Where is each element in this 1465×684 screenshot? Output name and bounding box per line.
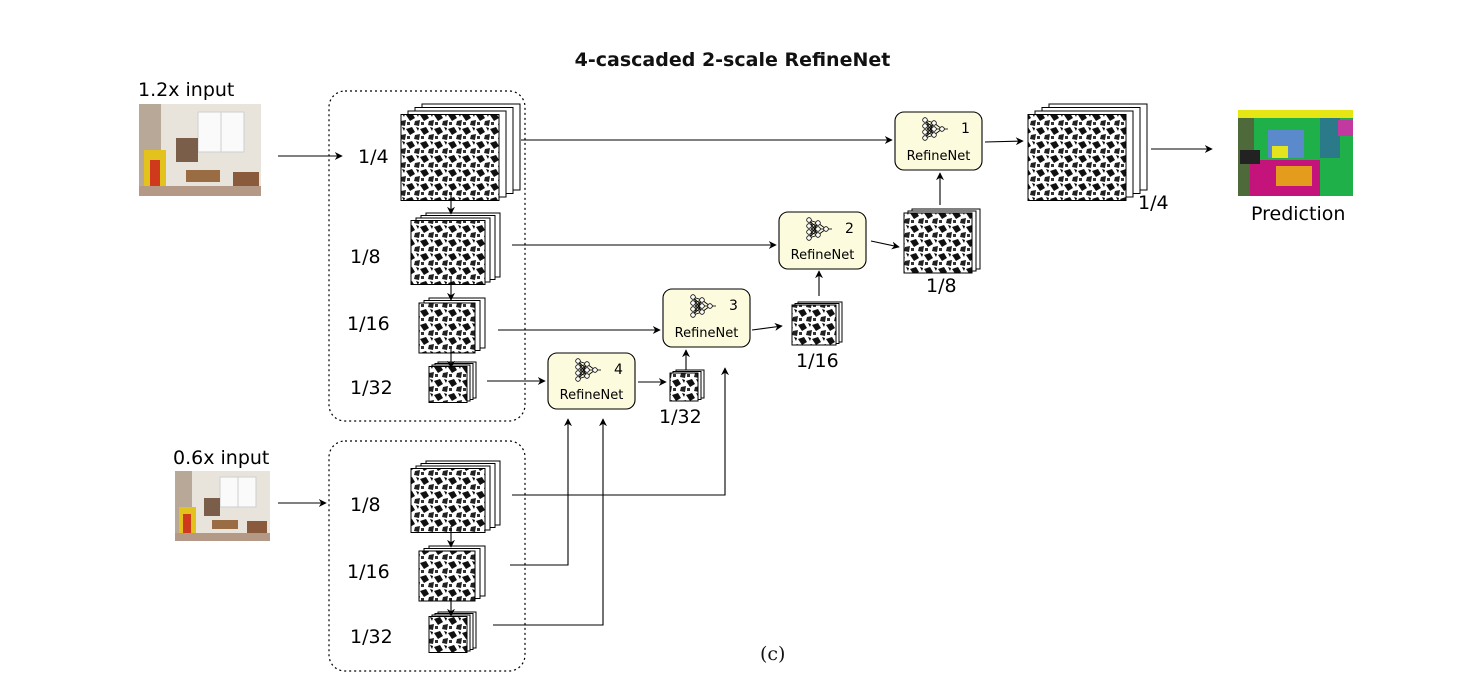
feature-stack-out-1-16 [791, 301, 843, 346]
feature-stack-small-1-8 [410, 460, 501, 533]
refinenet-index: 3 [729, 298, 738, 314]
output-label-1-32: 1/32 [659, 406, 702, 428]
arrow-s18-rn3 [512, 367, 729, 496]
input-image-large [139, 104, 261, 196]
scale-label-small-1-16: 1/16 [347, 561, 390, 583]
feature-stack-out-1-32 [669, 369, 705, 402]
refinenet-index: 2 [845, 221, 854, 237]
feature-stack-large-1-16 [418, 297, 486, 354]
feature-stack-small-1-16 [418, 545, 486, 602]
scale-label-large-1-32: 1/32 [350, 377, 393, 399]
network-icon [690, 294, 716, 318]
scale-label-small-1-8: 1/8 [350, 494, 381, 516]
feature-stack-out-1-8 [903, 208, 981, 274]
figure-caption: (c) [760, 643, 786, 665]
output-label-1-8: 1/8 [926, 275, 957, 297]
backbone-group-large [328, 90, 526, 422]
prediction-image [1238, 110, 1353, 196]
feature-stack-large-1-32 [428, 361, 477, 403]
scale-label-large-1-8: 1/8 [350, 246, 381, 268]
scale-label-large-1-4: 1/4 [358, 146, 389, 168]
refinenet-index: 1 [961, 121, 970, 137]
output-label-1-4: 1/4 [1138, 192, 1169, 214]
refinenet-label: RefineNet [791, 248, 855, 263]
arrow-rn2-out [870, 240, 900, 250]
input-image-small [175, 471, 270, 541]
arrow-s132-rn4 [493, 418, 607, 626]
refinenet-label: RefineNet [560, 388, 624, 403]
refinenet-index: 4 [614, 362, 623, 378]
feature-stack-large-1-8 [410, 212, 501, 285]
scale-label-large-1-16: 1/16 [347, 313, 390, 335]
input-label-large: 1.2x input [138, 79, 235, 101]
output-label-1-16: 1/16 [796, 350, 839, 372]
arrow-rn3-out [751, 322, 783, 331]
input-label-small: 0.6x input [173, 447, 270, 469]
feature-stack-out-1-4 [1027, 103, 1148, 201]
network-icon [922, 117, 948, 141]
network-icon [575, 358, 601, 382]
diagram-title: 4-cascaded 2-scale RefineNet [574, 49, 891, 71]
arrow-s116-rn4 [510, 418, 572, 566]
refinenet-label: RefineNet [675, 326, 739, 341]
backbone-group-small [328, 440, 526, 672]
network-icon [806, 217, 832, 241]
scale-label-small-1-32: 1/32 [350, 626, 393, 648]
feature-stack-small-1-32 [428, 611, 477, 653]
feature-stack-large-1-4 [400, 103, 521, 201]
arrow-rn1-out [984, 137, 1024, 146]
prediction-label: Prediction [1251, 203, 1346, 225]
refinenet-label: RefineNet [907, 149, 971, 164]
